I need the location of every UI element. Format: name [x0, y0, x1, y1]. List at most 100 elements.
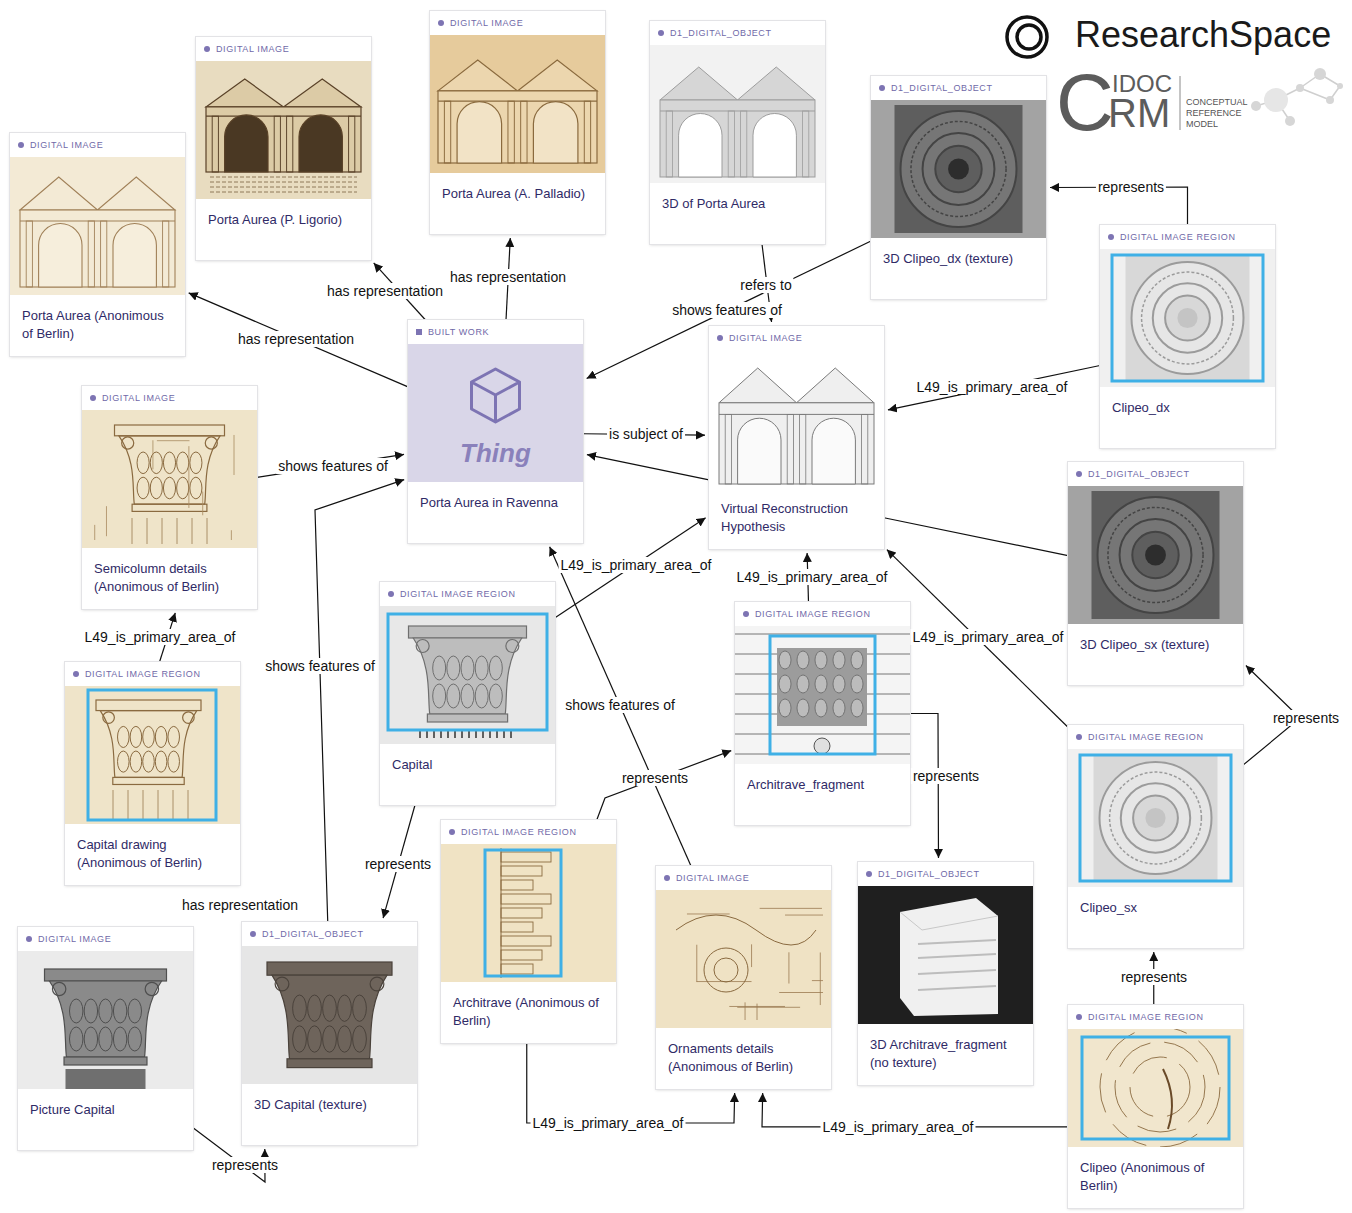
illustration-shape	[871, 100, 1046, 238]
illustration-shape	[64, 1057, 147, 1065]
illustration-shape	[143, 726, 155, 747]
illustration-shape	[900, 898, 998, 1016]
type-icon	[664, 875, 670, 881]
logo-ring	[1017, 25, 1041, 49]
preview-area	[10, 157, 185, 295]
illustration-shape	[26, 221, 32, 287]
relation-label: has representation	[236, 331, 356, 347]
illustration-shape	[52, 982, 65, 995]
preview-illustration	[430, 35, 605, 173]
illustration-shape	[82, 410, 257, 548]
illustration-shape	[205, 437, 217, 449]
resource-card: DIGITAL IMAGEPorta Aurea (A. Palladio)	[430, 11, 605, 234]
illustration-shape	[521, 101, 527, 163]
illustration-shape	[323, 995, 337, 1021]
card-header: DIGITAL IMAGE	[656, 866, 831, 890]
relation-label: shows features of	[670, 302, 784, 318]
illustration-shape	[719, 414, 874, 415]
illustration-shape	[338, 995, 352, 1021]
preview-illustration	[441, 844, 616, 982]
card-header: DIGITAL IMAGE	[196, 37, 371, 61]
illustration-shape	[287, 116, 293, 172]
illustration-shape	[751, 944, 752, 967]
illustration-shape	[353, 995, 367, 1021]
resource-card: DIGITAL IMAGEPicture Capital	[18, 927, 193, 1150]
illustration-shape	[1163, 1069, 1172, 1129]
illustration-shape	[923, 133, 995, 205]
molecule-atom	[1337, 83, 1343, 89]
illustration-shape	[719, 403, 874, 484]
illustration-shape	[84, 1027, 97, 1051]
illustration-shape	[777, 648, 867, 726]
illustration-shape	[152, 440, 153, 469]
illustration-shape	[862, 414, 868, 484]
illustration-shape	[900, 898, 998, 1016]
illustration-shape	[408, 344, 583, 482]
illustration-shape	[95, 425, 234, 544]
illustration-shape	[475, 684, 488, 708]
type-icon	[1076, 734, 1082, 740]
card-title: Virtual Reconstruction Hypothesis	[709, 488, 884, 549]
illustration-shape	[814, 738, 830, 754]
card-header: D1_DIGITAL_OBJECT	[1068, 462, 1243, 486]
illustration-shape	[1080, 755, 1231, 881]
illustration-shape	[100, 711, 197, 778]
card-title: Porta Aurea (P. Ligorio)	[196, 199, 371, 260]
card-title: Porta Aurea (Anonimous of Berlin)	[10, 295, 185, 356]
card-header: DIGITAL IMAGE REGION	[735, 602, 910, 626]
preview-illustration	[1100, 249, 1275, 387]
illustration-shape	[797, 675, 809, 693]
illustration-shape	[190, 477, 202, 499]
type-icon	[90, 395, 96, 401]
card-title: 3D Clipeo_dx (texture)	[871, 238, 1046, 299]
illustration-shape	[207, 518, 208, 544]
relation-label: L49_is_primary_area_of	[559, 557, 714, 573]
molecule-atom	[1314, 68, 1326, 80]
illustration-shape	[225, 115, 268, 172]
resource-card: D1_DIGITAL_OBJECT 3D Clipeo_dx (texture)	[871, 76, 1046, 299]
relation-label: has representation	[325, 283, 445, 299]
type-label: DIGITAL IMAGE	[216, 44, 289, 54]
relation-label: L49_is_primary_area_of	[735, 569, 890, 585]
illustration-shape	[900, 912, 998, 930]
illustration-shape	[851, 651, 863, 669]
illustration-shape	[338, 1026, 352, 1052]
illustration-shape	[918, 986, 996, 990]
illustration-shape	[501, 894, 551, 904]
illustration-shape	[388, 614, 547, 730]
illustration-shape	[157, 440, 190, 441]
illustration-shape	[719, 368, 874, 484]
illustration-shape	[461, 656, 474, 680]
illustration-shape	[745, 1002, 746, 1020]
illustration-shape	[709, 350, 884, 488]
illustration-shape	[190, 452, 202, 474]
relation-connector	[888, 365, 1100, 409]
relation-label: has representation	[448, 269, 568, 285]
illustration-shape	[20, 177, 175, 210]
illustration-shape	[501, 922, 533, 932]
logo-subtitle: CONCEPTUAL REFERENCE MODEL	[1186, 97, 1248, 130]
type-label: DIGITAL IMAGE	[450, 18, 523, 28]
illustration-shape	[812, 980, 823, 981]
relation-connector	[884, 518, 1068, 556]
relation-connector	[887, 550, 1068, 728]
molecule-graphic	[1256, 74, 1340, 121]
illustration-shape	[833, 675, 845, 693]
illustration-shape	[202, 492, 203, 516]
illustration-shape	[779, 651, 791, 669]
illustration-shape	[918, 954, 996, 958]
illustration-shape	[49, 981, 161, 1057]
illustration-shape	[447, 684, 460, 708]
illustration-shape	[1100, 762, 1212, 874]
type-label: DIGITAL IMAGE REGION	[1120, 232, 1236, 242]
preview-illustration	[1068, 486, 1243, 624]
illustration-shape	[760, 908, 822, 909]
illustration-shape	[489, 684, 502, 708]
illustration-shape	[88, 690, 216, 820]
card-header: D1_DIGITAL_OBJECT	[871, 76, 1046, 100]
illustration-shape	[475, 656, 488, 680]
illustration-shape	[438, 60, 597, 163]
illustration-shape	[489, 656, 502, 680]
type-label: DIGITAL IMAGE	[102, 393, 175, 403]
built-work-card: BUILT WORKThingPorta Aurea in Ravenna	[408, 320, 583, 543]
